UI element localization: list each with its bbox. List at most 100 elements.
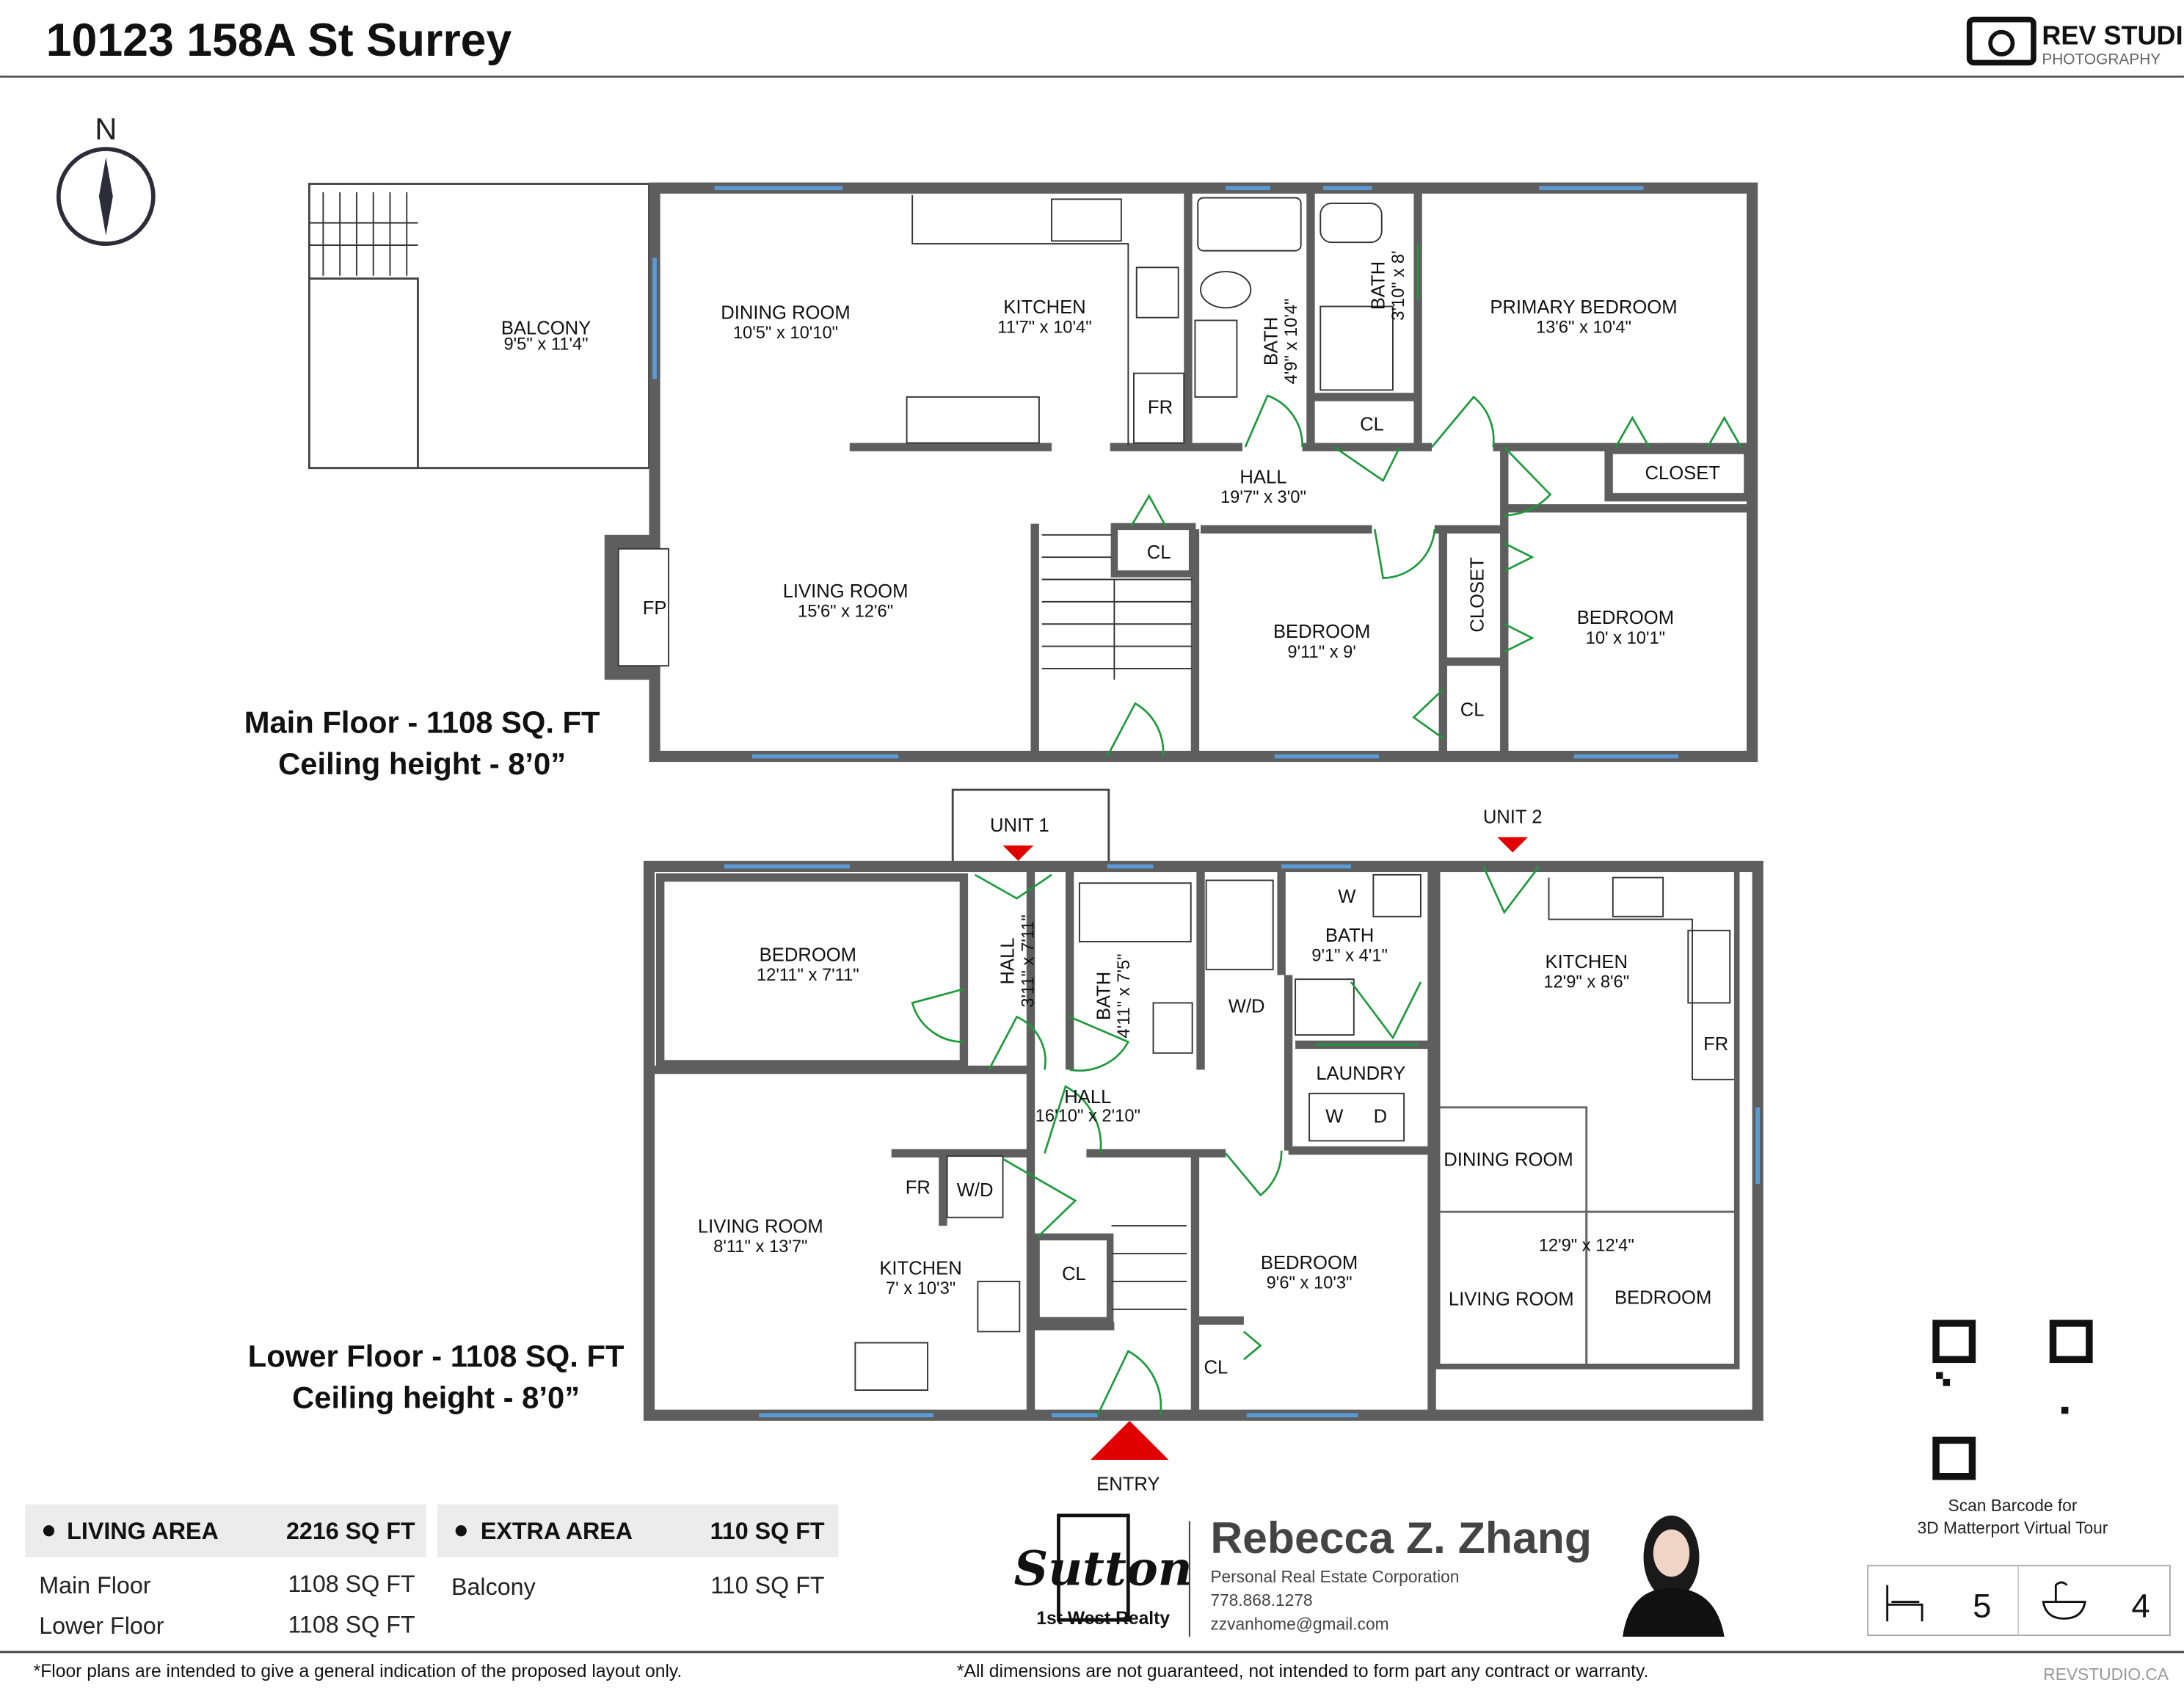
disclaimer-layout: *Floor plans are intended to give a gene…	[34, 1662, 682, 1681]
room-name: DINING ROOM	[721, 303, 850, 324]
room-name: KITCHEN	[879, 1259, 961, 1279]
closet-label: CL	[1062, 1264, 1086, 1284]
agent-phone[interactable]: 778.868.1278	[1210, 1590, 1312, 1610]
extra-area-title: EXTRA AREA	[481, 1518, 633, 1544]
camera-logo-icon	[1966, 16, 2036, 66]
room-dimensions: 12'9" x 8'6"	[1543, 973, 1629, 992]
room-name: BEDROOM	[1615, 1287, 1711, 1308]
agent-title: Personal Real Estate Corporation	[1210, 1567, 1459, 1586]
unit1-marker-icon	[1002, 846, 1034, 861]
room-name: BALCONY	[501, 318, 591, 338]
qr-module	[1943, 1378, 1951, 1386]
room-name: BATH	[1094, 972, 1115, 1020]
lower-floor-ceiling: Ceiling height - 8’0”	[292, 1381, 580, 1415]
room-name: KITCHEN	[1003, 297, 1085, 318]
room-name: LIVING ROOM	[1449, 1289, 1574, 1309]
qr-module	[2061, 1406, 2069, 1414]
room-name: BEDROOM	[1273, 622, 1370, 642]
closet-label: CL	[1147, 542, 1171, 563]
unit1-label: UNIT 1	[990, 815, 1049, 836]
room-dimensions: 9'11" x 9'	[1287, 643, 1356, 662]
unit2-marker-icon	[1497, 837, 1529, 853]
washer-dryer-label: W/D	[957, 1180, 994, 1201]
main-floor-plan	[307, 182, 1758, 763]
room-name: LIVING ROOM	[698, 1217, 823, 1237]
brokerage-name: 1st West Realty	[1036, 1609, 1170, 1629]
room-dimensions: 3'10" x 8'	[1389, 250, 1408, 320]
qr-code[interactable]	[1932, 1320, 2093, 1480]
room-dimensions: 9'6" x 10'3"	[1267, 1274, 1353, 1293]
room-name: BEDROOM	[760, 945, 856, 966]
room-dimensions: 19'7" x 3'0"	[1220, 488, 1306, 507]
fridge-label: FR	[1703, 1034, 1728, 1055]
room-name: BATH	[1369, 261, 1389, 310]
room-name: DINING ROOM	[1444, 1150, 1573, 1171]
lower-floor-room-labels: UNIT 1 UNIT 2 ENTRY BEDROOM 12'11" x 7'1…	[698, 807, 1728, 1495]
room-dimensions: 10' x 10'1"	[1586, 629, 1665, 648]
fridge-label: FR	[1148, 398, 1173, 418]
room-dimensions: 4'11" x 7'5"	[1115, 953, 1134, 1038]
room-dimensions: 7' x 10'3"	[886, 1279, 956, 1298]
bed-icon	[1886, 1585, 1923, 1622]
living-area-table: LIVING AREA 2216 SQ FT Main Floor 1108 S…	[25, 1504, 426, 1639]
website-link[interactable]: REVSTUDIO.CA	[2043, 1665, 2169, 1684]
main-floor-ceiling: Ceiling height - 8’0”	[278, 746, 566, 781]
closet-label: CLOSET	[1467, 557, 1488, 633]
room-dimensions: 13'6" x 10'4"	[1536, 319, 1631, 338]
fireplace-label: FP	[643, 598, 667, 619]
area-row-value: 1108 SQ FT	[288, 1571, 415, 1597]
compass-label: N	[95, 112, 117, 146]
living-area-total: 2216 SQ FT	[286, 1518, 415, 1544]
room-count-box: 5 4	[1867, 1565, 2171, 1637]
fridge-label: FR	[906, 1177, 931, 1198]
extra-area-total: 110 SQ FT	[710, 1518, 825, 1544]
living-area-title: LIVING AREA	[67, 1518, 219, 1544]
bathroom-count: 4	[2131, 1587, 2150, 1624]
lower-floor-plan	[643, 788, 1763, 1460]
room-name: BATH	[1325, 925, 1374, 946]
area-row-value: 1108 SQ FT	[288, 1611, 415, 1637]
room-dimensions: 8'11" x 13'7"	[713, 1237, 807, 1257]
room-name: HALL	[1064, 1087, 1111, 1108]
qr-caption: 3D Matterport Virtual Tour	[1918, 1519, 2108, 1538]
agent-name: Rebecca Z. Zhang	[1210, 1513, 1592, 1563]
closet-label: CL	[1460, 699, 1485, 720]
qr-module	[1936, 1372, 1943, 1379]
room-name: PRIMARY BEDROOM	[1490, 297, 1677, 318]
agent-email[interactable]: zzvanhome@gmail.com	[1210, 1614, 1388, 1633]
svg-text:Sutton: Sutton	[1014, 1541, 1193, 1597]
room-dimensions: 15'6" x 12'6"	[798, 603, 893, 622]
bedroom-count: 5	[1973, 1587, 1991, 1624]
main-floor-room-labels: BALCONY 9'5" x 11'4" DINING ROOM 10'5" x…	[501, 250, 1720, 720]
room-name: HALL	[998, 937, 1019, 984]
area-row-label: Balcony	[451, 1574, 536, 1600]
room-name: BATH	[1261, 317, 1281, 366]
room-dimensions: 16'10" x 2'10"	[1035, 1107, 1140, 1126]
closet-label: CLOSET	[1645, 463, 1720, 484]
washer-label: W	[1325, 1107, 1344, 1127]
room-dimensions: 3'11" x 7'11"	[1019, 914, 1038, 1008]
room-name: BEDROOM	[1261, 1253, 1358, 1273]
qr-caption: Scan Barcode for	[1948, 1496, 2078, 1515]
area-row-label: Lower Floor	[39, 1612, 164, 1639]
area-row-value: 110 SQ FT	[710, 1572, 824, 1599]
room-name: LAUNDRY	[1316, 1063, 1405, 1084]
bathtub-icon	[2042, 1581, 2086, 1620]
room-dimensions: 12'11" x 7'11"	[757, 966, 859, 985]
room-dimensions: 9'1" x 4'1"	[1311, 947, 1388, 966]
agent-photo	[1623, 1515, 1725, 1637]
lower-floor-label: Lower Floor - 1108 SQ. FT	[248, 1339, 625, 1373]
page-title: 10123 158A St Surrey	[46, 15, 512, 66]
disclaimer-dimensions: *All dimensions are not guaranteed, not …	[957, 1662, 1648, 1681]
room-dimensions: 12'9" x 12'4"	[1539, 1236, 1634, 1255]
washer-label: W	[1338, 887, 1356, 907]
compass-icon	[56, 147, 156, 246]
room-dimensions: 9'5" x 11'4"	[503, 335, 588, 354]
closet-label: CL	[1360, 414, 1384, 434]
room-name: HALL	[1240, 468, 1286, 488]
room-dimensions: 10'5" x 10'10"	[733, 324, 838, 343]
unit2-label: UNIT 2	[1483, 807, 1543, 828]
extra-area-table: EXTRA AREA 110 SQ FT Balcony 110 SQ FT	[437, 1504, 839, 1600]
main-floor-label: Main Floor - 1108 SQ. FT	[244, 705, 600, 739]
